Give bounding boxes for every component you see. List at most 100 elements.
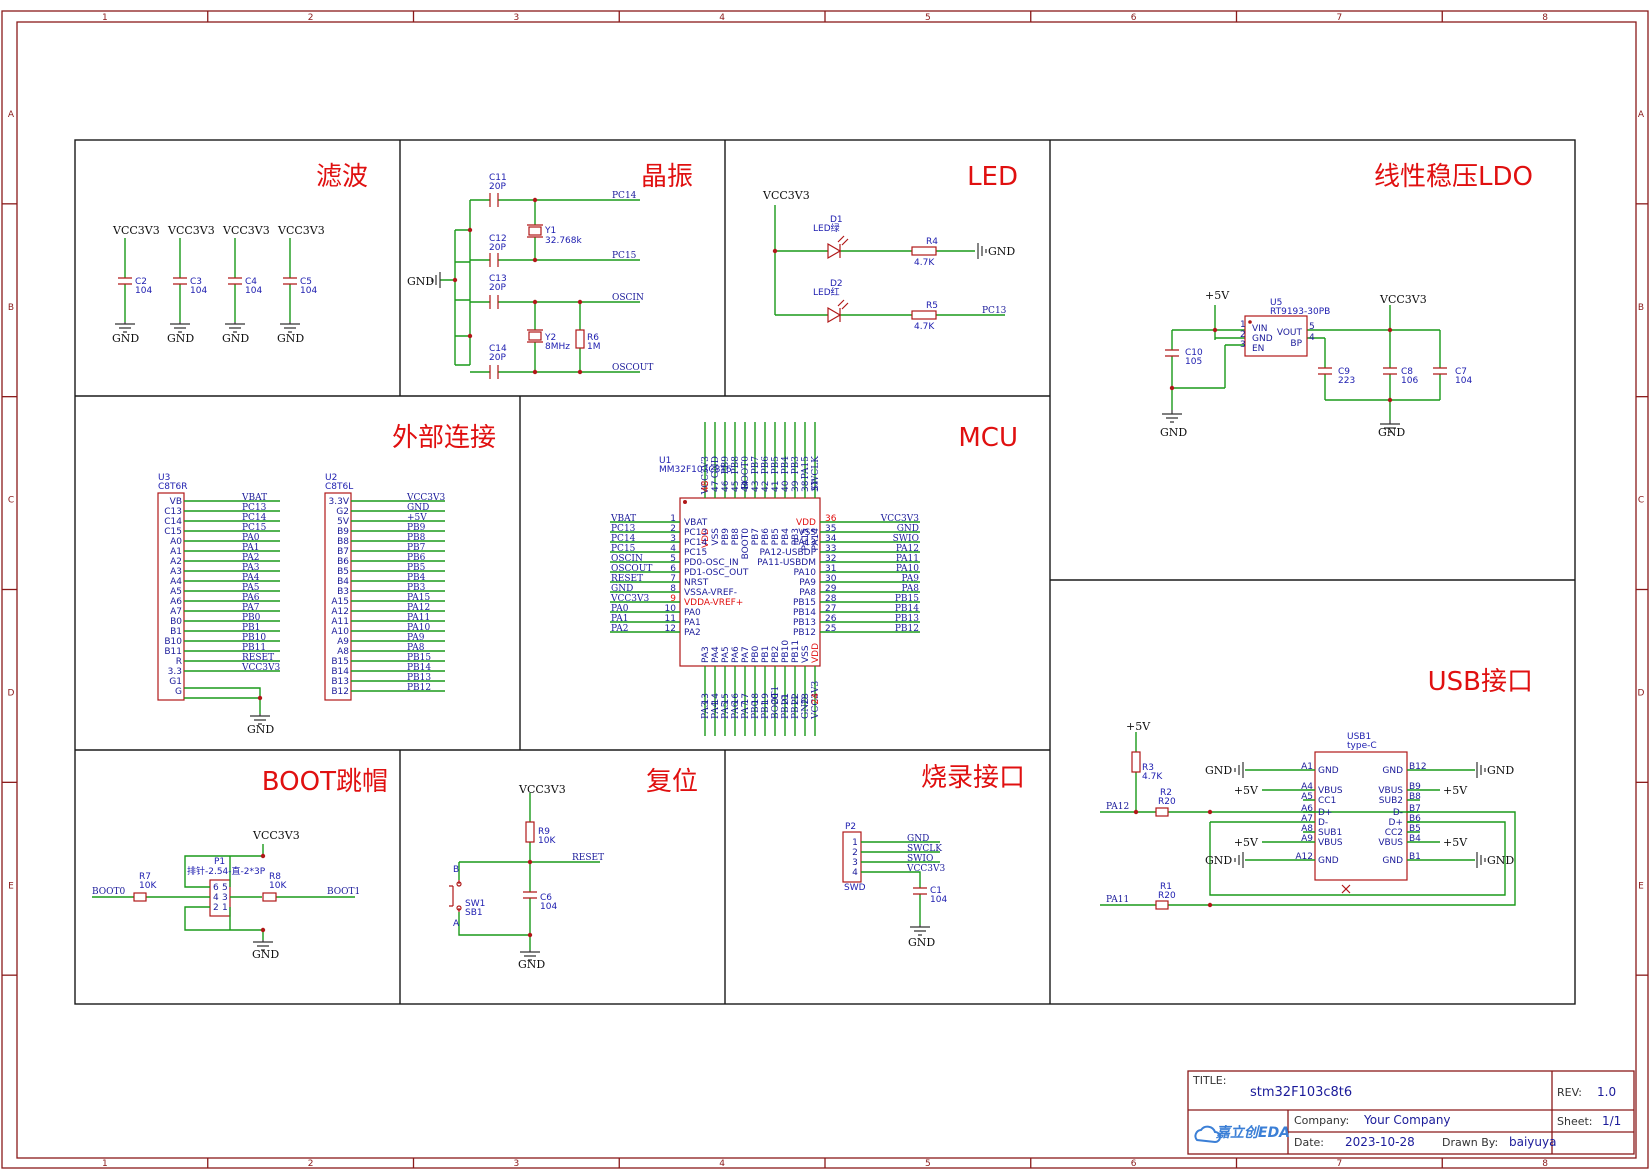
usb-5v-label-r3: +5V — [1126, 720, 1151, 733]
r5-value: 4.7K — [914, 322, 935, 332]
u3-ref: U3 — [158, 473, 170, 483]
mcu-right-num-7: 29 — [825, 584, 837, 594]
mcu-left-pin-9: PA0 — [684, 608, 701, 618]
p1-pin-6: 6 — [213, 883, 219, 893]
usb-right-num-1: B9 — [1409, 782, 1421, 792]
u5-pin-en: EN — [1252, 344, 1264, 354]
p2-net-2: SWCLK — [907, 844, 942, 854]
filter-cap-value-4: 104 — [300, 286, 317, 296]
grid-col-top-8: 8 — [1542, 13, 1548, 23]
u2-net-6: PB6 — [407, 553, 426, 563]
u2-pin-16: B15 — [331, 657, 349, 667]
filter-cap-ref-1: C2 — [135, 277, 147, 287]
filter-section: VCC3V3C2104GNDVCC3V3C3104GNDVCC3V3C4104G… — [112, 224, 325, 345]
grid-col-bottom-1: 1 — [102, 1159, 108, 1169]
filter-vcc-label-1: VCC3V3 — [112, 224, 160, 237]
net-oscin: OSCIN — [612, 293, 644, 303]
usb-left-pin-5: SUB1 — [1318, 828, 1342, 838]
usb-left-num-2: A5 — [1301, 792, 1313, 802]
section-title-reset: 复位 — [646, 767, 698, 797]
u2-net-3: PB9 — [407, 523, 426, 533]
r3-ref: R3 — [1142, 763, 1154, 773]
usb-left-num-5: A8 — [1301, 824, 1313, 834]
u5-pin-num-3: 3 — [1240, 340, 1246, 350]
usb-right-pin-0: GND — [1382, 766, 1403, 776]
d1-ref: D1 — [830, 215, 843, 225]
sw1-value: SB1 — [465, 908, 483, 918]
mcu-left-net-7: GND — [611, 584, 633, 594]
p1-pin-4: 4 — [213, 893, 219, 903]
grid-row-right-D: D — [1638, 689, 1645, 699]
mcu-bottom-net-0: PA3 — [701, 701, 711, 719]
u3-net-6: PA2 — [242, 553, 259, 563]
mcu-right-net-8: PB15 — [895, 594, 919, 604]
c6-value: 104 — [540, 902, 557, 912]
external-gnd-label: GND — [247, 723, 274, 736]
u3-net-3: PC15 — [242, 523, 267, 533]
grid-row-left-D: D — [8, 689, 15, 699]
mcu-right-pin-10: PB13 — [793, 618, 816, 628]
mcu-right-pin-0: VDD — [796, 518, 816, 528]
usb-right-pin-5: CC2 — [1385, 828, 1403, 838]
mcu-left-pin-5: PD1-OSC_OUT — [684, 568, 749, 578]
rev-value: 1.0 — [1597, 1085, 1616, 1099]
grid-col-bottom-4: 4 — [719, 1159, 725, 1169]
mcu-right-num-0: 36 — [825, 514, 837, 524]
p1-pin-5: 5 — [222, 883, 228, 893]
usb-gnd-label-a1: GND — [1205, 764, 1232, 777]
filter-cap-value-2: 104 — [190, 286, 207, 296]
mcu-bottom-pin-11: VDD — [811, 643, 821, 663]
u2-net-2: +5V — [407, 513, 427, 523]
section-title-led: LED — [967, 162, 1018, 192]
c7-value: 104 — [1455, 376, 1472, 386]
u2-pin-14: A9 — [337, 637, 349, 647]
u2-net-12: PA11 — [407, 613, 430, 623]
mcu-right-num-10: 26 — [825, 614, 837, 624]
u5-pin-num-5: 5 — [1309, 322, 1315, 332]
u5-pin-vin: VIN — [1252, 324, 1268, 334]
mcu-top-num-5: 43 — [751, 481, 761, 492]
mcu-bottom-num-1: 14 — [711, 693, 721, 705]
usb-left-num-6: A9 — [1301, 834, 1313, 844]
usb-right-num-5: B5 — [1409, 824, 1421, 834]
r1-value: R20 — [1158, 891, 1176, 901]
mcu-bottom-net-2: PA5 — [721, 701, 731, 719]
usb-left-pin-4: D- — [1318, 818, 1328, 828]
u3-net-7: PA3 — [242, 563, 260, 573]
mcu-left-net-11: PA2 — [611, 624, 628, 634]
ldo-gnd-label-2: GND — [1378, 426, 1405, 439]
mcu-top-num-3: 45 — [731, 481, 741, 492]
mcu-top-net-1: GND — [711, 456, 721, 478]
c14-ref: C14 — [489, 344, 507, 354]
mcu-left-net-0: VBAT — [610, 514, 636, 524]
sw1-ref: SW1 — [465, 899, 485, 909]
u3-pin-11: A7 — [170, 607, 182, 617]
mcu-right-pin-5: PA10 — [794, 568, 817, 578]
r7-value: 10K — [139, 881, 157, 891]
company-label: Company: — [1294, 1114, 1349, 1127]
u2-net-19: PB12 — [407, 683, 431, 693]
program-gnd-label: GND — [908, 936, 935, 949]
mcu-top-net-6: PB6 — [761, 456, 771, 475]
c13-value: 20P — [489, 283, 506, 293]
mcu-top-net-5: PB7 — [751, 456, 761, 475]
reset-vcc-label: VCC3V3 — [518, 783, 566, 796]
sw1-pin-b: B — [453, 865, 459, 875]
mcu-top-pin-6: PB6 — [761, 528, 771, 546]
section-title-mcu: MCU — [958, 423, 1018, 453]
usb-left-pin-2: CC1 — [1318, 796, 1336, 806]
p1-value: 排针-2.54-直-2*3P — [187, 865, 266, 877]
mcu-right-net-5: PA10 — [896, 564, 919, 574]
c10-value: 105 — [1185, 357, 1202, 367]
grid-col-bottom-7: 7 — [1337, 1159, 1343, 1169]
c10-ref: C10 — [1185, 348, 1203, 358]
y1-value: 32.768k — [545, 236, 582, 246]
mcu-right-net-7: PA8 — [902, 584, 920, 594]
mcu-bottom-pin-5: PB0 — [751, 645, 761, 663]
u3-net-1: PC13 — [242, 503, 267, 513]
mcu-left-pin-8: VDDA-VREF+ — [684, 598, 743, 608]
logo-text: 嘉立创EDA — [1215, 1124, 1290, 1141]
r8-ref: R8 — [269, 872, 281, 882]
p2-value: SWD — [844, 883, 866, 893]
